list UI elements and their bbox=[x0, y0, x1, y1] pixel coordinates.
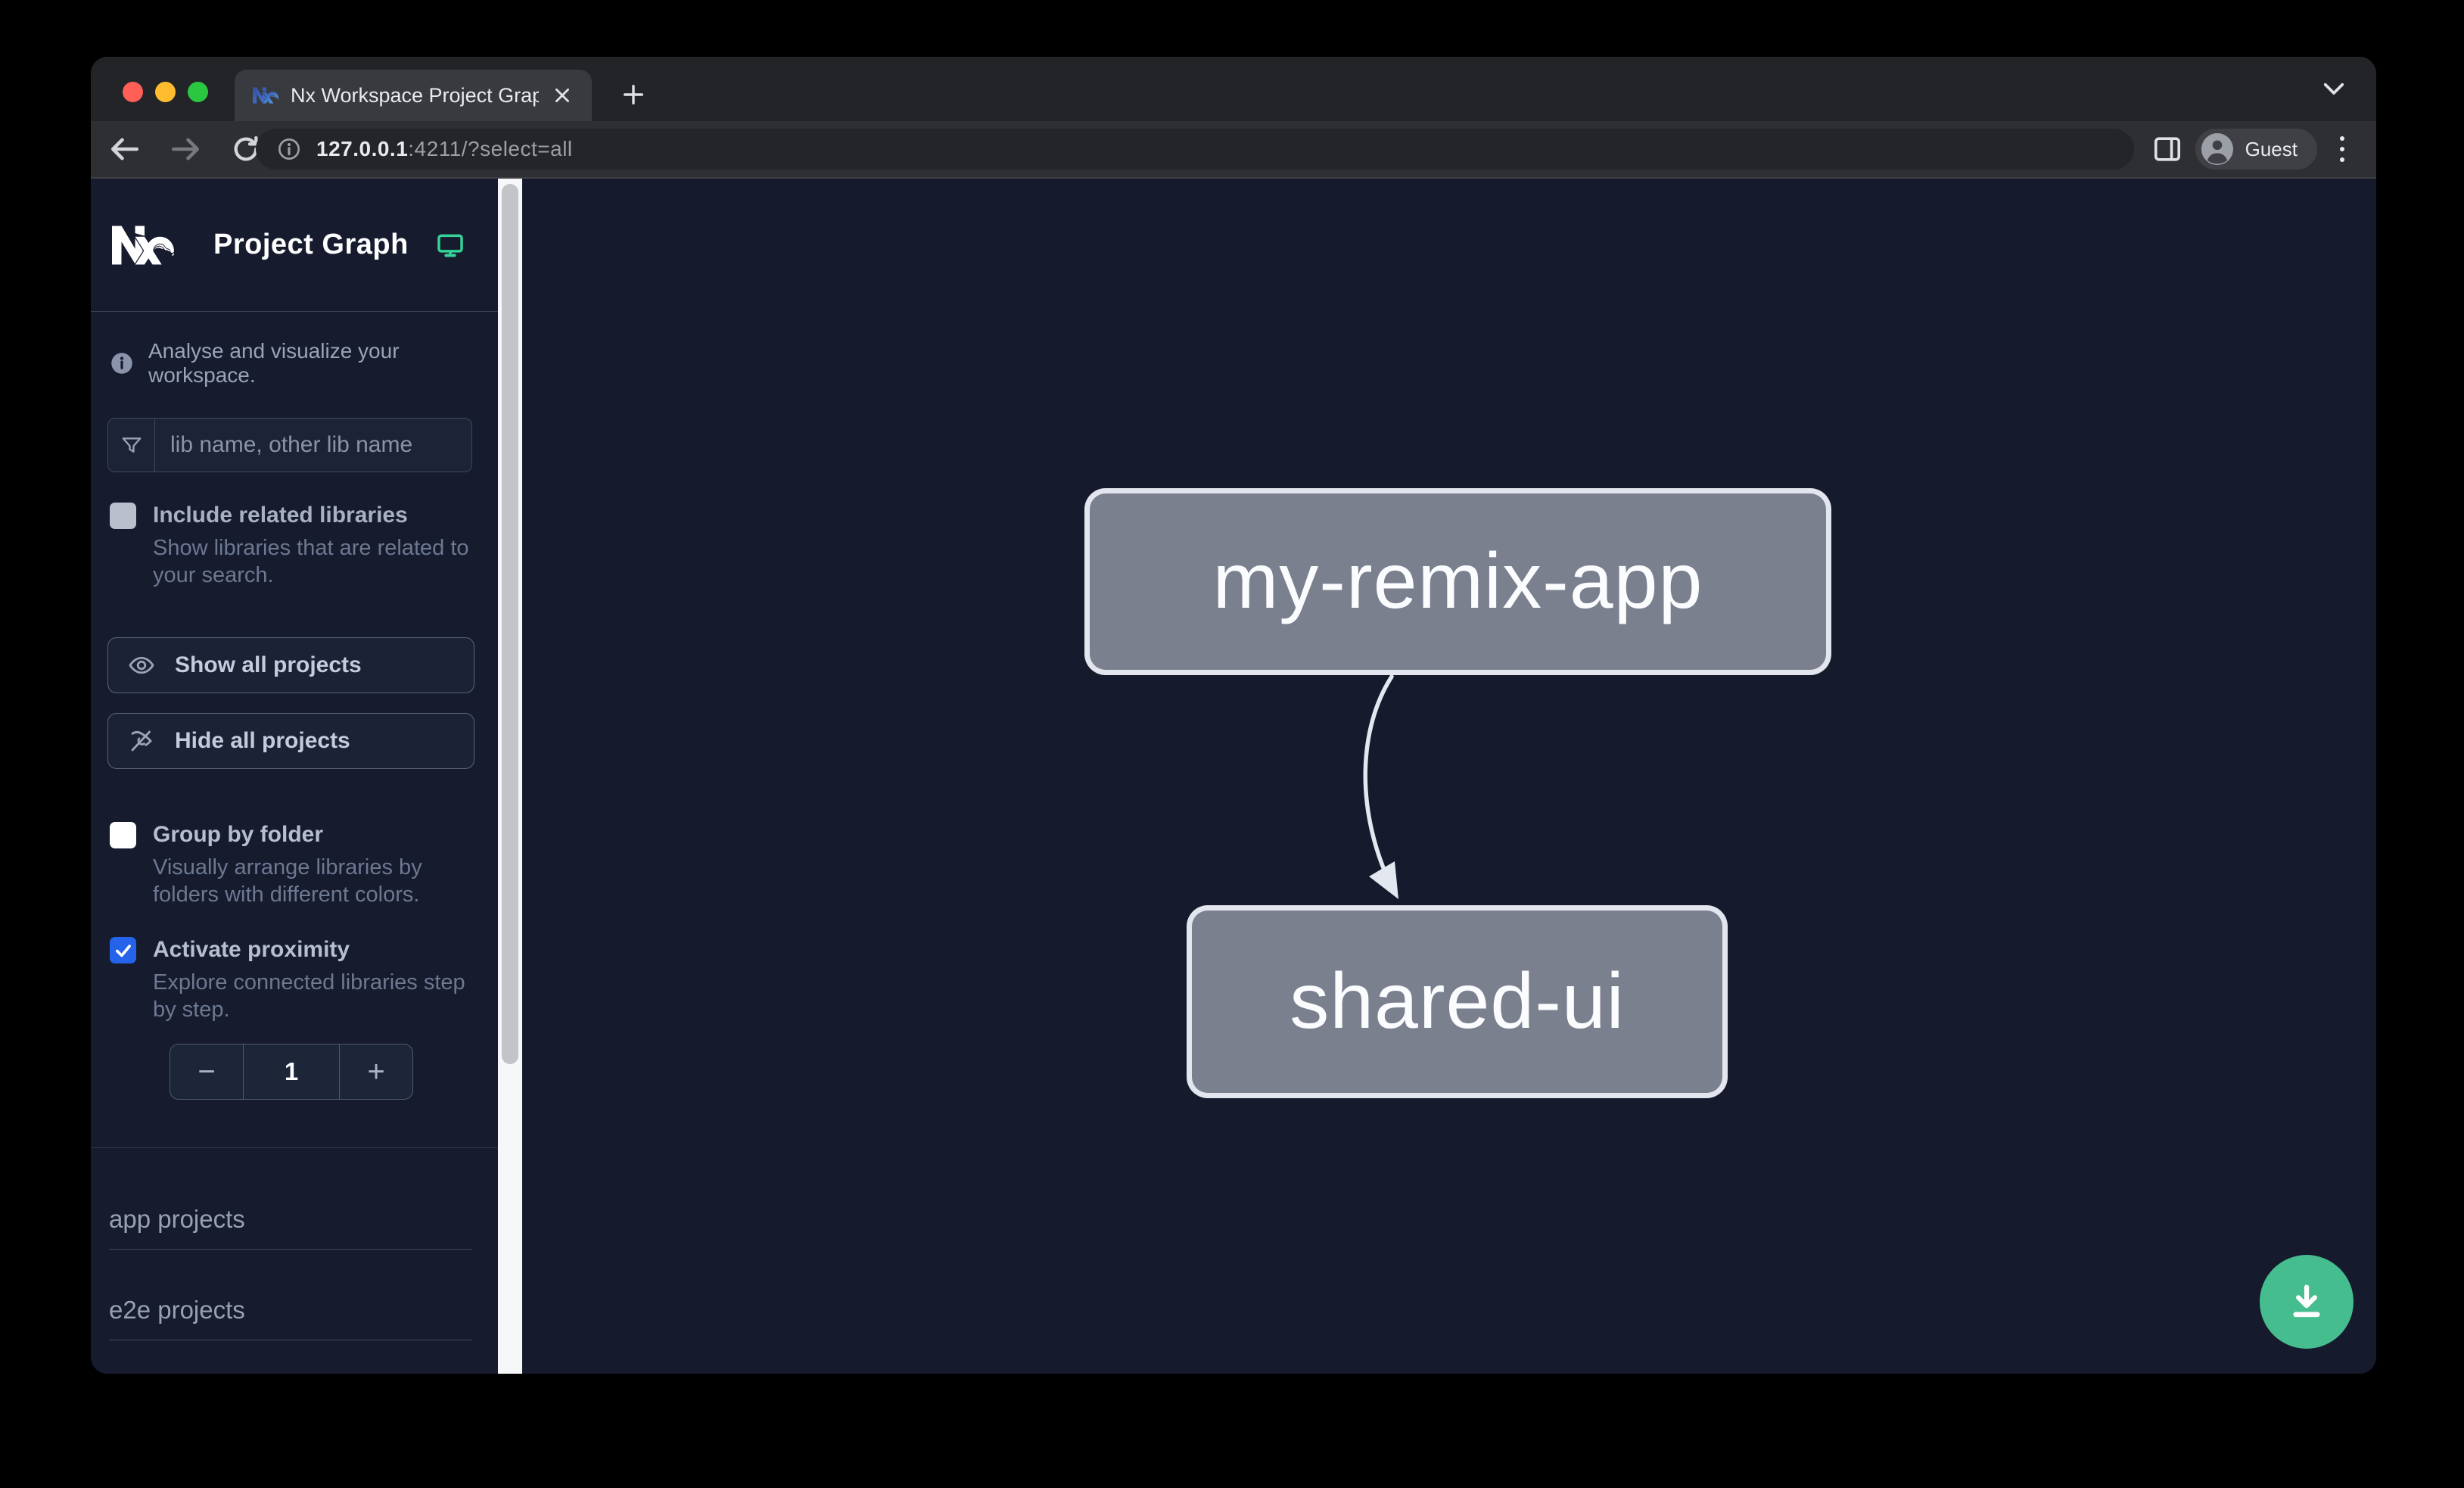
sidebar-scrollbar-track[interactable] bbox=[498, 179, 522, 1374]
group-by-folder-description: Visually arrange libraries by folders wi… bbox=[153, 855, 422, 907]
avatar-icon bbox=[2201, 133, 2233, 165]
active-tab[interactable]: Nx Workspace Project Graph bbox=[235, 70, 592, 121]
activate-proximity-label: Activate proximity bbox=[153, 937, 350, 962]
profile-label: Guest bbox=[2245, 137, 2298, 160]
sidebar-scrollbar-thumb[interactable] bbox=[502, 184, 518, 1064]
browser-toolbar: 127.0.0.1:4211/?select=all Guest bbox=[91, 121, 2376, 179]
graph-node-shared-ui[interactable]: shared-ui bbox=[1187, 905, 1728, 1098]
download-icon bbox=[2283, 1278, 2330, 1325]
activate-proximity-description: Explore connected libraries step by step… bbox=[153, 970, 465, 1022]
download-graph-button[interactable] bbox=[2260, 1255, 2354, 1349]
search-input[interactable] bbox=[155, 419, 471, 472]
graph-canvas[interactable]: my-remix-app shared-ui bbox=[522, 179, 2376, 1374]
eye-slash-icon bbox=[128, 727, 155, 755]
side-panel-icon[interactable] bbox=[2154, 136, 2181, 162]
graph-node-my-remix-app[interactable]: my-remix-app bbox=[1084, 488, 1831, 675]
sidebar-header: Project Graph bbox=[91, 179, 498, 312]
group-by-folder-label: Group by folder bbox=[153, 822, 323, 847]
nx-favicon-icon bbox=[253, 82, 278, 108]
page-title: Project Graph bbox=[213, 229, 409, 260]
browser-window: Nx Workspace Project Graph bbox=[91, 57, 2376, 1374]
tab-strip: Nx Workspace Project Graph bbox=[91, 57, 2376, 121]
browser-menu-icon[interactable] bbox=[2331, 132, 2354, 167]
close-window-button[interactable] bbox=[123, 82, 143, 102]
include-related-option[interactable]: Include related libraries Show libraries… bbox=[110, 501, 479, 589]
nx-logo-icon bbox=[112, 214, 174, 276]
proximity-depth-value: 1 bbox=[243, 1044, 340, 1099]
decrement-button[interactable]: − bbox=[198, 1054, 216, 1088]
traffic-lights bbox=[123, 82, 208, 102]
search-box bbox=[107, 418, 472, 472]
tab-close-icon[interactable] bbox=[551, 84, 574, 107]
section-e2e-projects[interactable]: e2e projects bbox=[109, 1296, 472, 1340]
increment-button[interactable]: + bbox=[367, 1054, 385, 1088]
url-bar[interactable]: 127.0.0.1:4211/?select=all bbox=[256, 129, 2134, 170]
url-host: 127.0.0.1 bbox=[316, 137, 409, 160]
site-info-icon[interactable] bbox=[277, 137, 301, 161]
tab-search-chevron-icon[interactable] bbox=[2320, 78, 2347, 101]
page-content: Project Graph Analyse and visualize your… bbox=[91, 179, 2376, 1374]
monitor-icon[interactable] bbox=[436, 231, 465, 260]
tagline-text: Analyse and visualize your workspace. bbox=[148, 339, 400, 387]
show-all-projects-button[interactable]: Show all projects bbox=[107, 637, 474, 693]
eye-icon bbox=[128, 652, 155, 679]
include-related-label: Include related libraries bbox=[153, 503, 408, 528]
profile-button[interactable]: Guest bbox=[2195, 129, 2317, 170]
group-by-folder-option[interactable]: Group by folder Visually arrange librari… bbox=[110, 820, 479, 908]
minimize-window-button[interactable] bbox=[155, 82, 176, 102]
forward-button[interactable] bbox=[168, 132, 203, 167]
filter-funnel-icon bbox=[108, 419, 155, 472]
url-path: :4211/?select=all bbox=[408, 137, 573, 160]
group-by-folder-checkbox[interactable] bbox=[110, 822, 136, 848]
proximity-stepper: − 1 + bbox=[170, 1044, 413, 1100]
hide-all-projects-button[interactable]: Hide all projects bbox=[107, 713, 474, 769]
hide-all-projects-label: Hide all projects bbox=[175, 728, 350, 753]
tab-title: Nx Workspace Project Graph bbox=[291, 83, 539, 107]
include-related-checkbox[interactable] bbox=[110, 503, 136, 529]
include-related-description: Show libraries that are related to your … bbox=[153, 536, 469, 587]
url-text: 127.0.0.1:4211/?select=all bbox=[316, 137, 573, 161]
sidebar: Project Graph Analyse and visualize your… bbox=[91, 179, 498, 1374]
section-divider bbox=[91, 1147, 498, 1148]
info-icon bbox=[110, 352, 133, 375]
tagline-row: Analyse and visualize your workspace. bbox=[110, 339, 498, 388]
activate-proximity-option[interactable]: Activate proximity Explore connected lib… bbox=[110, 935, 479, 1023]
activate-proximity-checkbox[interactable] bbox=[110, 937, 136, 963]
section-app-projects[interactable]: app projects bbox=[109, 1205, 472, 1250]
new-tab-button[interactable] bbox=[614, 76, 652, 114]
show-all-projects-label: Show all projects bbox=[175, 652, 362, 677]
dependency-edge bbox=[1363, 674, 1398, 899]
zoom-window-button[interactable] bbox=[188, 82, 208, 102]
back-button[interactable] bbox=[107, 132, 142, 167]
